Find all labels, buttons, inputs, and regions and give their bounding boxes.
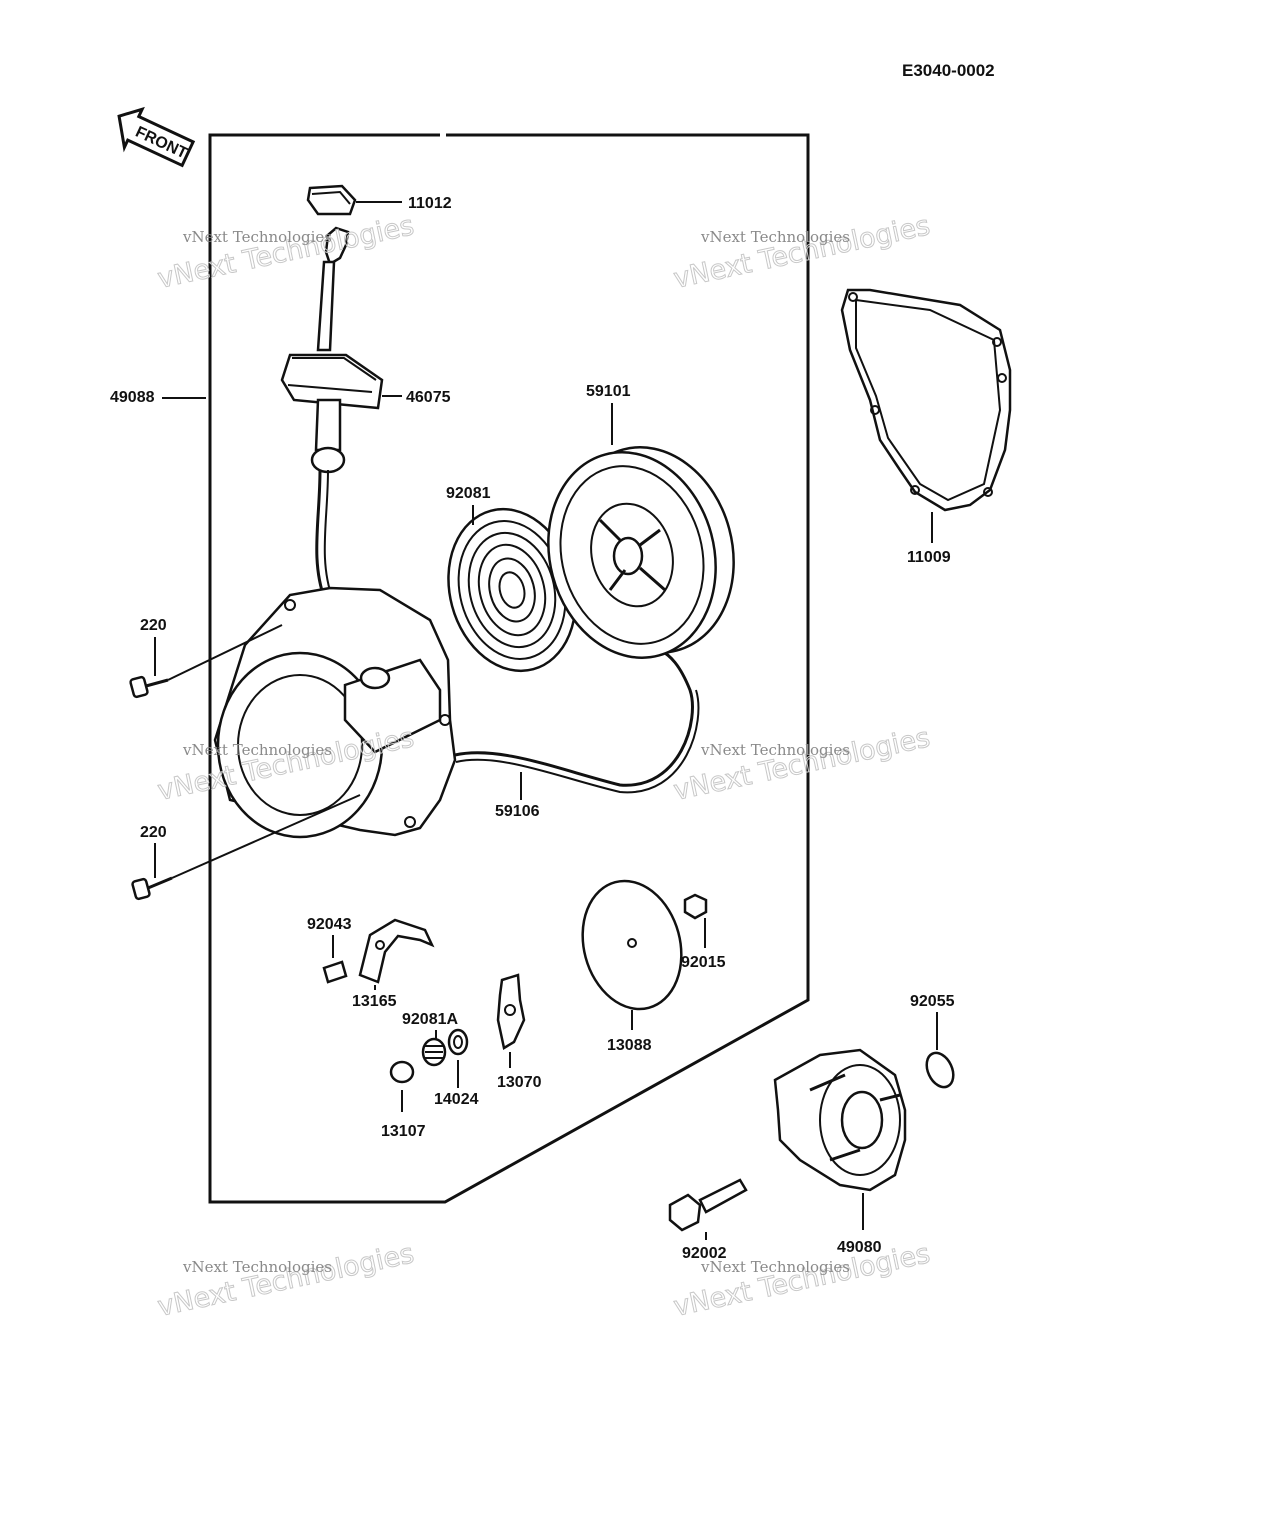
label-92015: 92015 xyxy=(681,954,726,971)
part-housing xyxy=(213,586,457,839)
label-59106: 59106 xyxy=(495,803,540,820)
part-92002-bolt xyxy=(668,1178,748,1240)
part-92015-nut xyxy=(683,893,708,948)
part-59106-rope xyxy=(454,648,700,800)
part-13165-pawl xyxy=(358,918,435,990)
watermark-bottom-left: vNext Technologies vNext Technologies xyxy=(155,1238,418,1324)
label-14024: 14024 xyxy=(434,1091,479,1108)
label-13107: 13107 xyxy=(381,1123,426,1140)
label-92055: 92055 xyxy=(910,993,955,1010)
label-11012: 11012 xyxy=(408,195,452,212)
label-220-lower: 220 xyxy=(140,824,167,841)
part-92043-pin xyxy=(322,935,348,984)
part-13088-plate xyxy=(581,879,683,1030)
assembly-outline xyxy=(208,133,810,1204)
label-11009: 11009 xyxy=(907,549,951,566)
svg-text:vNext Technologies: vNext Technologies xyxy=(700,228,850,246)
svg-text:vNext Technologies: vNext Technologies xyxy=(182,228,332,246)
svg-text:vNext Technologies: vNext Technologies xyxy=(182,1258,332,1276)
label-92043: 92043 xyxy=(307,916,352,933)
svg-text:vNext Technologies: vNext Technologies xyxy=(155,1238,417,1323)
label-49080: 49080 xyxy=(837,1239,882,1256)
svg-text:vNext Technologies: vNext Technologies xyxy=(182,741,332,759)
part-13107-collar xyxy=(389,1060,415,1112)
label-13088: 13088 xyxy=(607,1037,652,1054)
part-11012-cap xyxy=(306,184,402,216)
label-220-upper: 220 xyxy=(140,617,167,634)
part-11009-gasket xyxy=(840,288,1012,543)
part-14024-washer xyxy=(447,1028,469,1088)
part-220-bolt-upper xyxy=(129,624,283,699)
watermark-top-right: vNext Technologies vNext Technologies xyxy=(671,210,934,296)
reference-code: E3040-0002 xyxy=(902,61,995,80)
label-59101: 59101 xyxy=(586,383,631,400)
part-92055-ring xyxy=(925,1012,955,1089)
svg-text:vNext Technologies: vNext Technologies xyxy=(671,722,933,807)
svg-text:vNext Technologies: vNext Technologies xyxy=(700,1258,850,1276)
front-arrow-icon: FRONT xyxy=(117,106,196,168)
part-59101-reel xyxy=(547,403,735,659)
part-220-bolt-lower xyxy=(131,794,361,901)
label-92081: 92081 xyxy=(446,485,491,502)
label-13070: 13070 xyxy=(497,1074,542,1091)
svg-text:vNext Technologies: vNext Technologies xyxy=(700,741,850,759)
part-92081-spring xyxy=(447,505,577,673)
svg-text:vNext Technologies: vNext Technologies xyxy=(671,210,933,295)
part-13070-guide xyxy=(496,973,526,1068)
part-92081A-spring xyxy=(421,1030,447,1067)
watermark-mid-right: vNext Technologies vNext Technologies xyxy=(671,722,934,808)
part-49080-pulley xyxy=(773,1048,907,1230)
label-13165: 13165 xyxy=(352,993,397,1010)
label-92002: 92002 xyxy=(682,1245,727,1262)
svg-text:vNext Technologies: vNext Technologies xyxy=(155,210,417,295)
label-49088: 49088 xyxy=(110,389,155,406)
label-46075: 46075 xyxy=(406,389,451,406)
label-92081A: 92081A xyxy=(402,1011,458,1028)
watermark-top-left: vNext Technologies vNext Technologies xyxy=(155,210,418,296)
